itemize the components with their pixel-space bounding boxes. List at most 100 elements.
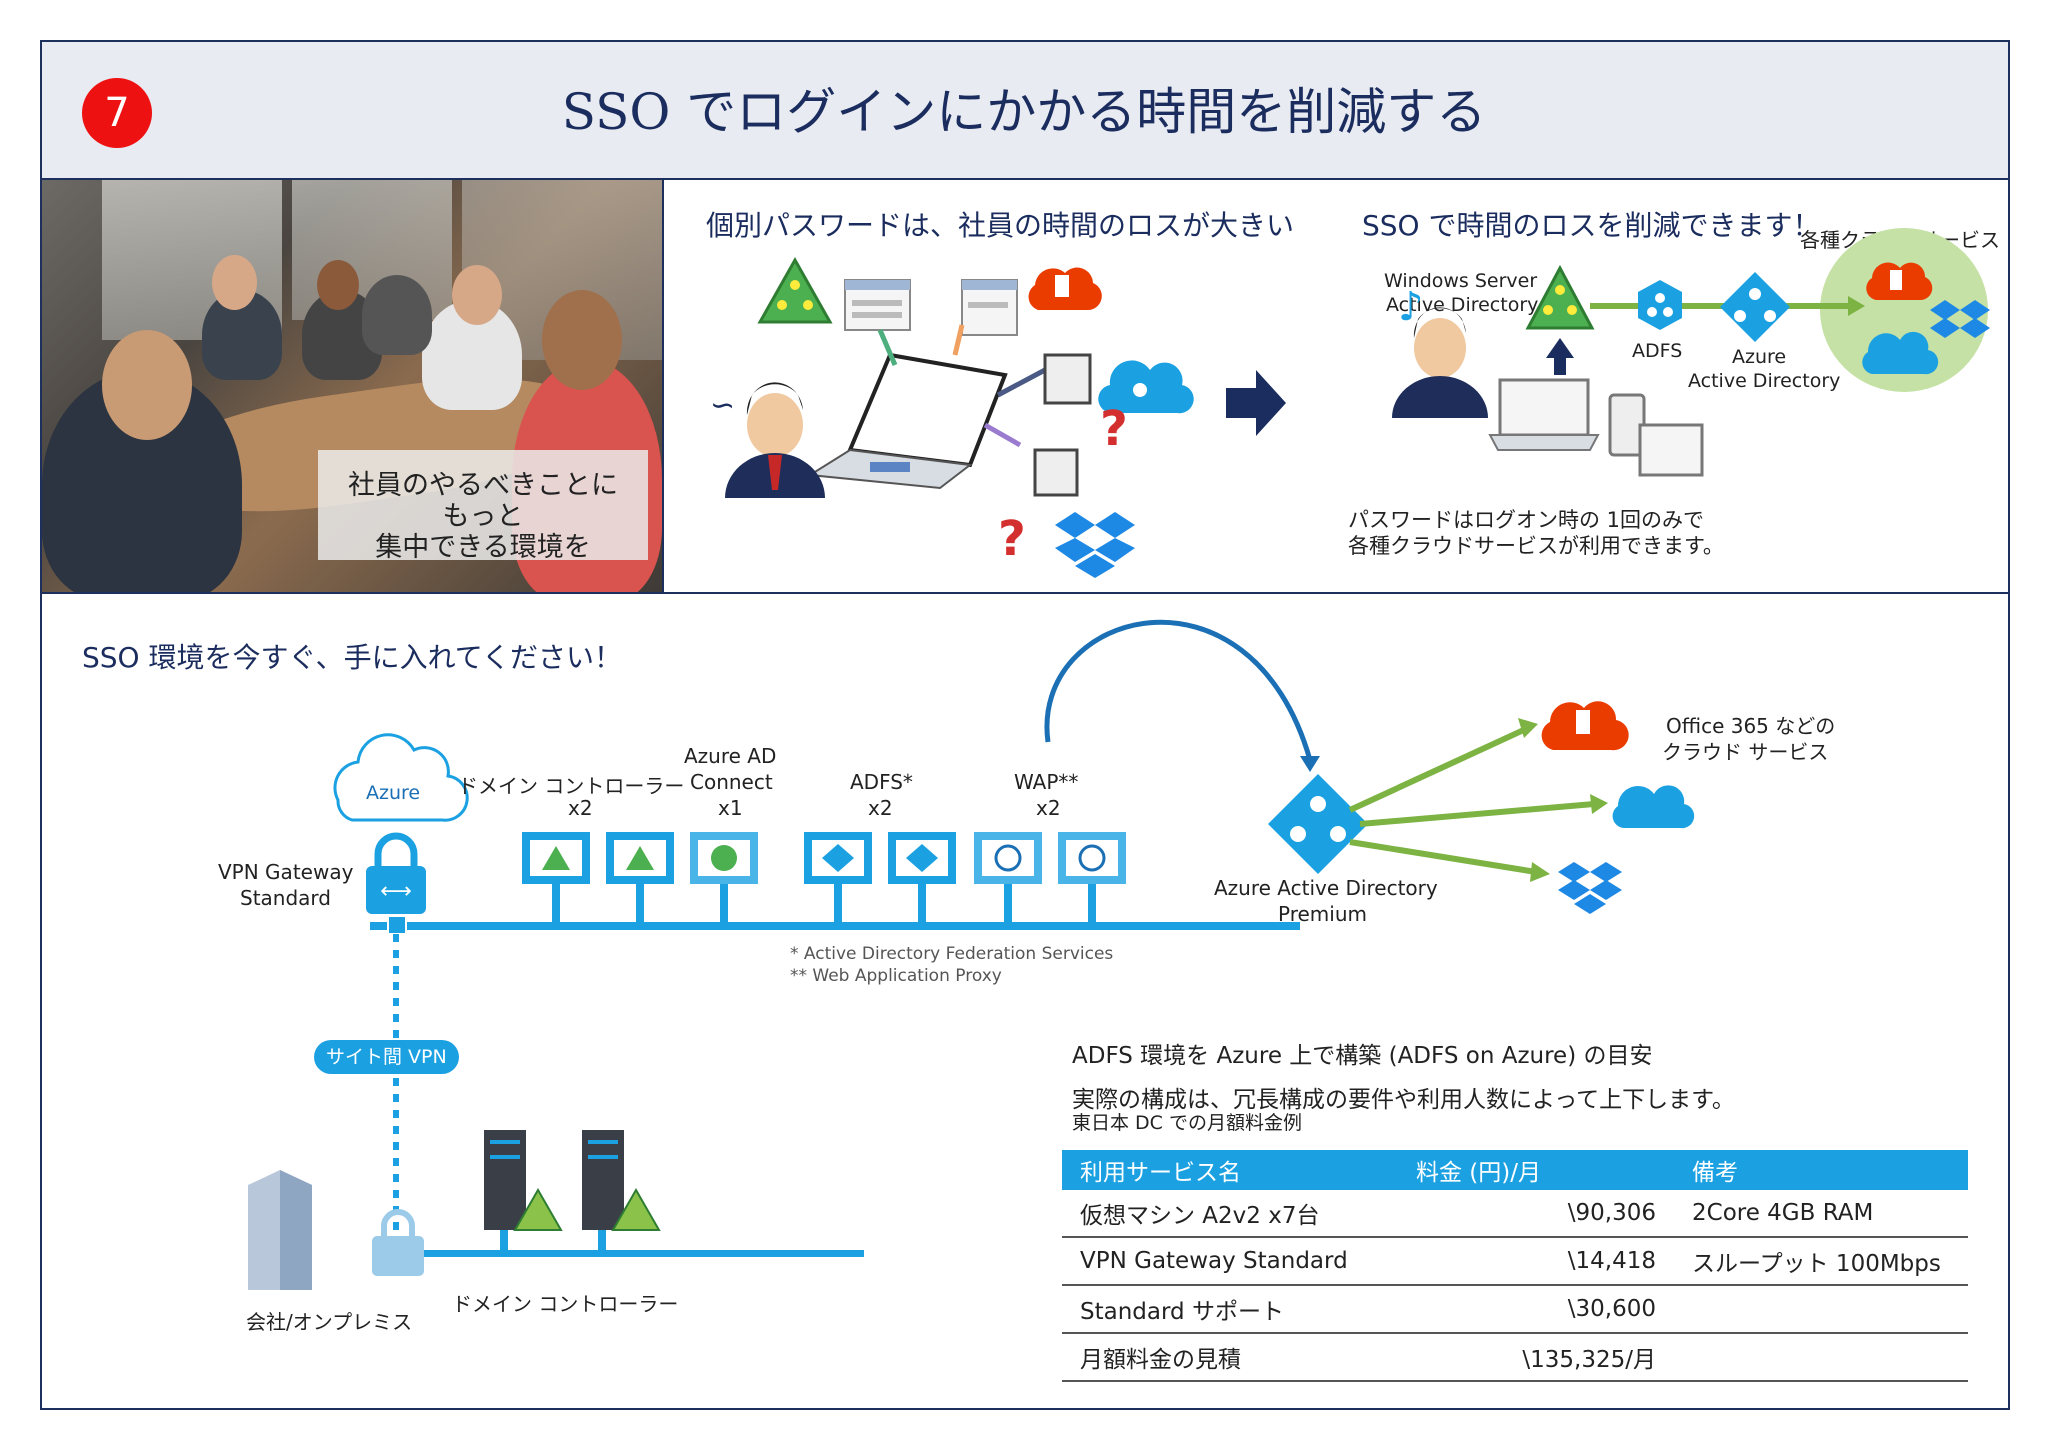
sso-illustration: ♪ — [1392, 228, 1990, 477]
azure-ad-label: Active Directory — [1688, 370, 1841, 392]
question-mark-icon: ? — [998, 511, 1026, 567]
arrow-icon — [1359, 801, 1595, 827]
estimate-note: 東日本 DC での月額料金例 — [1072, 1112, 1302, 1134]
footnote-adfs: * Active Directory Federation Services — [790, 944, 1114, 964]
table-row: 月額料金の見積 \135,325/月 — [1062, 1333, 1968, 1382]
azure-cloud-label: Azure — [366, 782, 421, 804]
sso-now-heading: SSO 環境を今すぐ、手に入れてください！ — [82, 641, 622, 674]
office-icon — [1541, 701, 1629, 751]
laptop-icon — [806, 352, 1008, 490]
azure-cloud-icon — [1612, 785, 1695, 829]
active-directory-icon — [757, 256, 833, 324]
dc-label: ドメイン コントローラー — [458, 774, 685, 798]
section-divider — [42, 592, 2008, 594]
next-arrow-icon — [1226, 370, 1286, 436]
dropbox-icon — [1558, 862, 1622, 914]
slide-title: SSO でログインにかかる時間を削減する — [561, 83, 1487, 141]
aad-connect-label-2: Connect — [690, 770, 773, 794]
price-cell: \90,306 — [1398, 1190, 1674, 1238]
login-window-icon — [961, 279, 1018, 336]
user-avatar-icon — [1392, 307, 1488, 418]
onprem-vpn-gateway-icon — [372, 1209, 424, 1276]
estimate-title: ADFS 環境を Azure 上で構築 (ADFS on Azure) の目安 — [1072, 1043, 1653, 1069]
column-header: 備考 — [1674, 1150, 1968, 1190]
pricing-table: 利用サービス名 料金 (円)/月 備考 仮想マシン A2v2 x7台 \90,3… — [1062, 1150, 1968, 1382]
note-cell — [1674, 1333, 1968, 1382]
service-cell: Standard サポート — [1062, 1285, 1398, 1334]
azure-cloud-icon — [1862, 331, 1939, 375]
photo-caption: 社員のやるべきことに もっと 集中できる環境を — [318, 450, 648, 560]
azure-ad-icon — [1720, 272, 1790, 342]
aad-connect-count: x1 — [718, 796, 743, 820]
azure-ad-connect-vm — [690, 832, 758, 924]
footnote-wap: ** Web Application Proxy — [790, 966, 1002, 986]
curved-arrow-icon — [1044, 619, 1313, 761]
arrow-icon — [1349, 839, 1537, 875]
table-row: 仮想マシン A2v2 x7台 \90,306 2Core 4GB RAM — [1062, 1190, 1968, 1238]
note-cell: 2Core 4GB RAM — [1674, 1190, 1968, 1238]
domain-controller-vm — [606, 832, 674, 924]
slide-frame — [40, 40, 2010, 1410]
wap-count: x2 — [1036, 796, 1061, 820]
onprem-network-bar — [424, 1250, 864, 1257]
sso-note-line2: 各種クラウドサービスが利用できます。 — [1348, 534, 1724, 558]
adfs-architecture-diagram: ⟷ — [248, 619, 1695, 1290]
vpn-gateway-label: VPN Gateway — [218, 860, 354, 884]
adfs-vm — [888, 832, 956, 924]
column-header: 利用サービス名 — [1062, 1150, 1398, 1190]
service-cell: 仮想マシン A2v2 x7台 — [1062, 1190, 1398, 1238]
aad-premium-label-2: Premium — [1278, 902, 1367, 926]
arrow-icon — [983, 422, 1022, 448]
active-directory-label: Active Directory — [1386, 294, 1539, 316]
password-screen-icon — [1033, 448, 1079, 497]
dropbox-icon — [1055, 512, 1135, 578]
price-cell: \135,325/月 — [1398, 1333, 1674, 1382]
service-cell: 月額料金の見積 — [1062, 1333, 1398, 1382]
windows-server-label: Windows Server — [1384, 270, 1538, 292]
arrow-icon — [952, 324, 965, 356]
domain-controller-vm — [522, 832, 590, 924]
note-cell — [1674, 1285, 1968, 1334]
individual-password-heading: 個別パスワードは、社員の時間のロスが大きい — [706, 209, 1295, 242]
azure-cloud-icon — [333, 733, 469, 822]
cloud-services-label-1: Office 365 などの — [1666, 714, 1836, 738]
adfs-vm — [804, 832, 872, 924]
table-row: VPN Gateway Standard \14,418 スループット 100M… — [1062, 1237, 1968, 1286]
vpn-gateway-standard-label: Standard — [240, 886, 331, 910]
music-note-icon: ♪ — [1398, 284, 1424, 330]
price-cell: \14,418 — [1398, 1237, 1674, 1286]
office-building-icon — [248, 1170, 312, 1290]
sso-reduce-heading: SSO で時間のロスを削減できます！ — [1362, 209, 1821, 242]
aad-connect-label-1: Azure AD — [684, 744, 777, 768]
note-cell: スループット 100Mbps — [1674, 1237, 1968, 1286]
adfs-icon — [1638, 280, 1682, 330]
question-mark-icon: ? — [1100, 401, 1128, 457]
table-header-row: 利用サービス名 料金 (円)/月 備考 — [1062, 1150, 1968, 1190]
table-row: Standard サポート \30,600 — [1062, 1285, 1968, 1334]
login-window-icon — [844, 279, 911, 331]
azure-ad-premium-icon — [1268, 774, 1368, 874]
price-cell: \30,600 — [1398, 1285, 1674, 1334]
onprem-dc-label: ドメイン コントローラー — [452, 1292, 679, 1316]
svg-text:⟷: ⟷ — [380, 879, 412, 904]
adfs-label: ADFS — [1632, 340, 1683, 362]
header-bar — [42, 42, 2008, 180]
wap-label: WAP** — [1014, 770, 1079, 794]
individual-password-illustration: ? ? ∽ — [710, 256, 1194, 578]
arrow-icon — [1348, 725, 1530, 813]
tablet-icon — [1638, 423, 1704, 477]
active-directory-icon — [1525, 264, 1595, 330]
arrow-icon — [996, 367, 1047, 398]
password-screen-icon — [1043, 353, 1092, 405]
azure-network-bar — [370, 922, 1300, 930]
arrow-icon — [877, 329, 898, 366]
azure-cloud-icon — [1098, 360, 1194, 414]
laptop-icon — [1488, 378, 1600, 451]
slide-number-badge: 7 — [82, 78, 152, 148]
adfs-count: x2 — [868, 796, 893, 820]
vpn-gateway-icon: ⟷ — [366, 832, 426, 914]
dropbox-icon — [1930, 300, 1990, 338]
aad-premium-label-1: Azure Active Directory — [1214, 876, 1438, 900]
site-vpn-pill: サイト間 VPN — [314, 1040, 459, 1074]
estimate-subtitle: 実際の構成は、冗長構成の要件や利用人数によって上下します。 — [1072, 1087, 1735, 1113]
